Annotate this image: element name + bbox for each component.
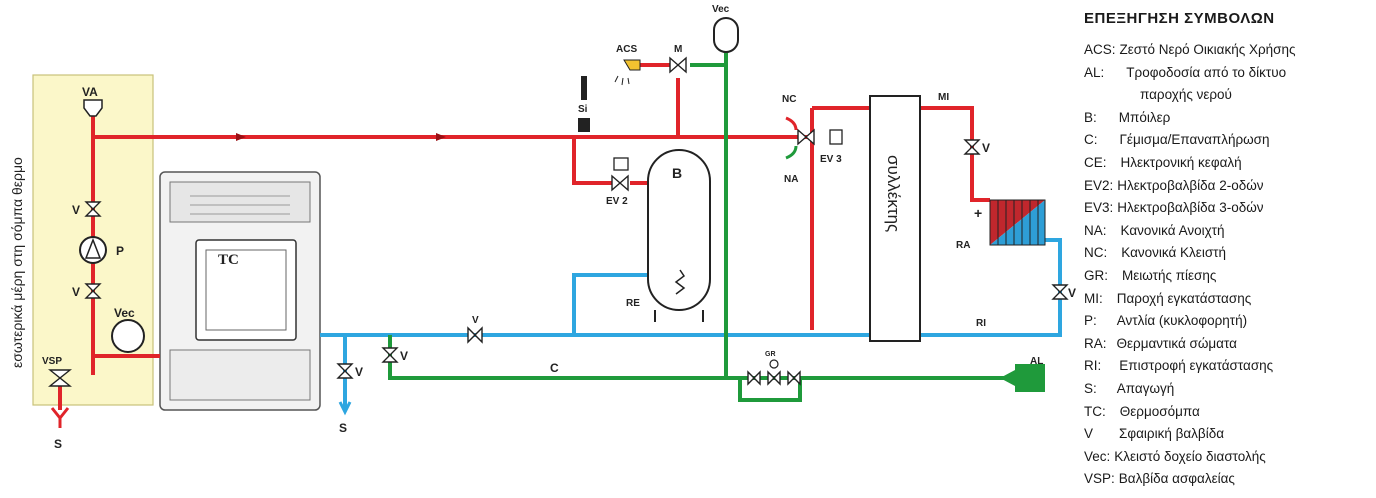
- legend-item: S:Απαγωγή: [1084, 380, 1175, 396]
- label-v: V: [72, 203, 80, 217]
- safety-valve-icon: [48, 369, 72, 387]
- nc-mark-icon: [785, 116, 798, 131]
- label-acs: ACS: [616, 44, 637, 55]
- three-way-valve-icon: [669, 56, 843, 146]
- expansion-vessel-icon: [111, 319, 145, 353]
- drain-blue-icon: [338, 401, 352, 416]
- label-nc: NC: [782, 94, 796, 105]
- label-vec: Vec: [712, 4, 730, 15]
- legend-title: ΕΠΕΞΗΓΗΣΗ ΣΥΜΒΟΛΩΝ: [1084, 10, 1275, 27]
- legend-item: MI:Παροχή εγκατάστασης: [1084, 290, 1252, 306]
- legend-item: NA:Κανονικά Ανοιχτή: [1084, 222, 1225, 238]
- legend-item: CE:Ηλεκτρονική κεφαλή: [1084, 154, 1242, 170]
- label-ev2: EV 2: [606, 196, 628, 207]
- legend-item: Vec:Κλειστό δοχείο διαστολής: [1084, 448, 1266, 464]
- flow-arrow-icon: [436, 133, 446, 141]
- label-v: V: [1068, 286, 1076, 300]
- legend-item: B:Μπόιλερ: [1084, 109, 1171, 125]
- label-va: VA: [82, 85, 98, 99]
- legend-item: GR:Μειωτής πίεσης: [1084, 267, 1217, 283]
- pressure-reducer-icon: [747, 359, 801, 386]
- label-v: V: [355, 365, 363, 379]
- label-ri: RI: [976, 318, 986, 329]
- expansion-vessel-top-icon: [713, 17, 739, 53]
- label-mi: MI: [938, 92, 949, 103]
- label-v: V: [982, 141, 990, 155]
- two-way-valve-icon: [611, 157, 629, 192]
- flow-arrow-icon: [236, 133, 246, 141]
- legend-item: EV2:Ηλεκτροβαλβίδα 2-οδών: [1084, 177, 1264, 193]
- legend-item: NC:Κανονικά Κλειστή: [1084, 245, 1226, 261]
- label-s: S: [54, 437, 62, 451]
- label-v: V: [400, 349, 408, 363]
- legend-item: EV3:Ηλεκτροβαλβίδα 3-οδών: [1084, 200, 1264, 216]
- stove-tc: [159, 171, 321, 411]
- tap-icon: [614, 59, 641, 86]
- ball-valve-icon: [84, 139, 1069, 379]
- legend-item: C:Γέμισμα/Επαναπλήρωση: [1084, 132, 1270, 148]
- drain-icon: [50, 407, 70, 428]
- label-re: RE: [626, 298, 640, 309]
- label-ev3: EV 3: [820, 154, 842, 165]
- label-al: AL: [1030, 356, 1043, 367]
- side-text: εσωτερικά μέρη στη σόμπα θερμο: [9, 157, 25, 368]
- legend-item: TC:Θερμοσόμπα: [1084, 403, 1200, 419]
- label-m: M: [674, 44, 682, 55]
- pump-icon: [79, 236, 107, 264]
- boiler-b: [647, 149, 711, 322]
- na-mark-icon: [785, 145, 798, 160]
- label-vec: Vec: [114, 306, 135, 320]
- label-collector: συλλέκτης: [884, 155, 903, 232]
- radiator-ra: [989, 199, 1046, 246]
- legend-item: RI:Επιστροφή εγκατάστασης: [1084, 358, 1274, 374]
- label-v: V: [472, 315, 479, 326]
- al-arrow-icon: [1000, 364, 1045, 392]
- legend-item: P:Αντλία (κυκλοφορητή): [1084, 313, 1248, 329]
- label-si: Si: [578, 104, 588, 115]
- label-b: B: [672, 165, 682, 181]
- label-gr: GR: [765, 351, 776, 358]
- air-vent-icon: [83, 99, 103, 117]
- label-ra: RA: [956, 240, 970, 251]
- label-c: C: [550, 361, 559, 375]
- label-na: NA: [784, 174, 798, 185]
- label-p: P: [116, 244, 124, 258]
- label-v: V: [72, 285, 80, 299]
- legend: ΕΠΕΞΗΓΗΣΗ ΣΥΜΒΟΛΩΝ ACS:Ζεστό Νερό Οικιακ…: [1084, 4, 1372, 491]
- label-tc: TC: [218, 252, 239, 268]
- legend-list: ACS:Ζεστό Νερό Οικιακής Χρήσης AL:Τροφοδ…: [1084, 39, 1372, 491]
- legend-item: ACS:Ζεστό Νερό Οικιακής Χρήσης: [1084, 42, 1296, 57]
- legend-item: RA:Θερμαντικά σώματα: [1084, 335, 1237, 351]
- collector: [869, 95, 921, 342]
- label-vsp: VSP: [42, 356, 62, 367]
- label-plus: +: [974, 205, 982, 221]
- legend-item: VSP:Βαλβίδα ασφαλείας: [1084, 471, 1235, 487]
- probe-icon: [578, 76, 590, 132]
- label-s: S: [339, 421, 347, 435]
